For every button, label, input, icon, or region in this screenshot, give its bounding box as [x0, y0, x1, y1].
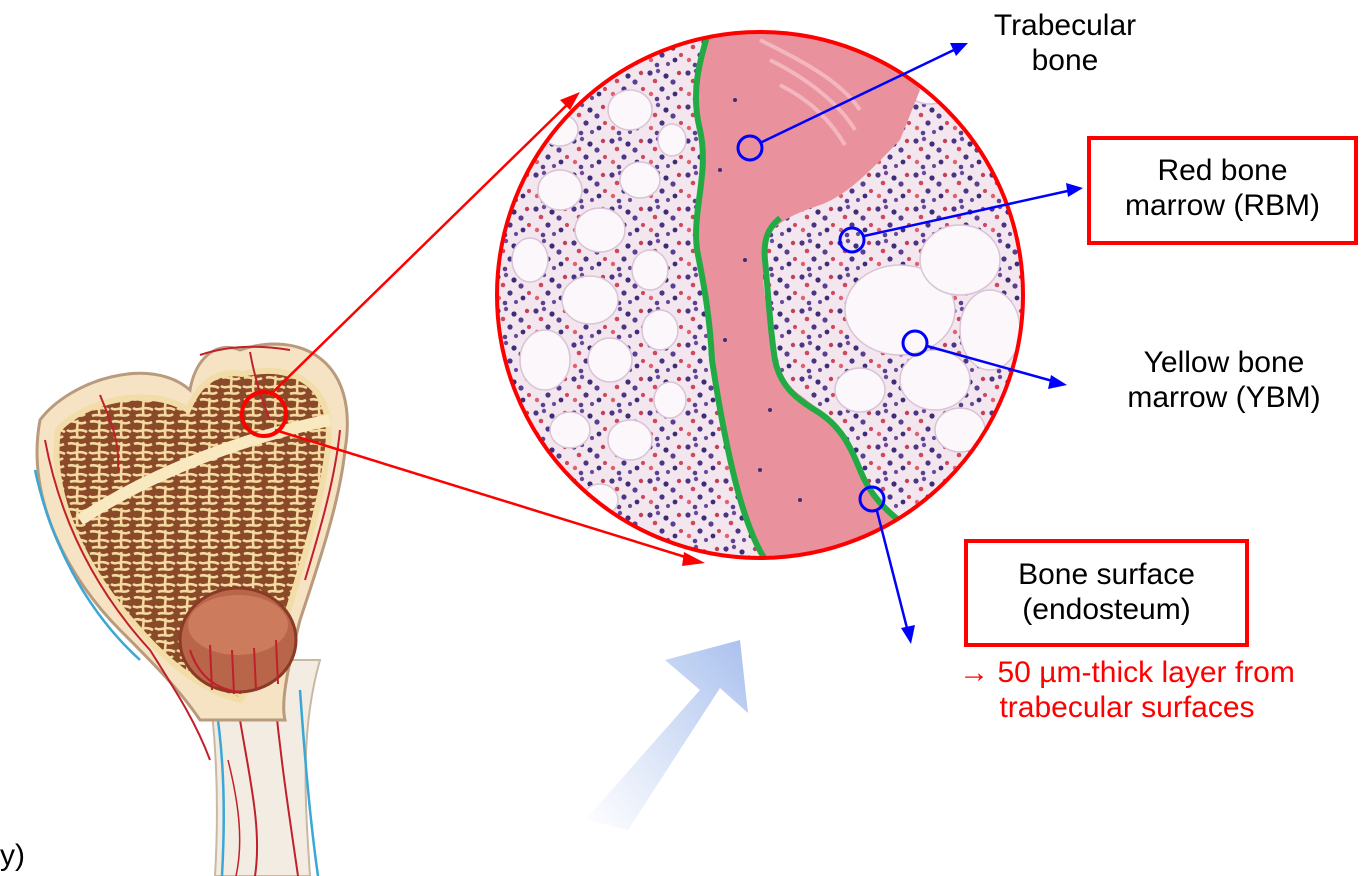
- label-layer-note: → 50 µm-thick layer from trabecular surf…: [912, 655, 1342, 725]
- flow-arrow: [585, 640, 748, 830]
- label-surface-line2: (endosteum): [964, 592, 1249, 627]
- label-trabecular-line2: bone: [980, 43, 1150, 78]
- label-layer-line2: trabecular surfaces: [912, 690, 1342, 725]
- femur-illustration: [35, 344, 347, 876]
- ybm-pointer-arrowhead: [1048, 375, 1067, 389]
- label-cutoff: y): [0, 838, 25, 873]
- label-surface-line1: Bone surface: [964, 557, 1249, 592]
- label-rbm-line1: Red bone: [1087, 153, 1358, 188]
- label-ybm-line1: Yellow bone: [1090, 345, 1358, 380]
- zoom-connector-bottom-arrowhead: [682, 552, 705, 566]
- label-rbm-line2: marrow (RBM): [1087, 188, 1358, 223]
- label-trabecular-bone: Trabecular bone: [980, 8, 1150, 78]
- surface-pointer: [877, 511, 908, 632]
- label-ybm: Yellow bone marrow (YBM): [1090, 345, 1358, 415]
- label-layer-line1: → 50 µm-thick layer from: [912, 655, 1342, 690]
- rbm-pointer-arrowhead: [1066, 183, 1083, 197]
- label-trabecular-line1: Trabecular: [980, 8, 1150, 43]
- label-rbm: Red bone marrow (RBM): [1087, 153, 1358, 223]
- label-ybm-line2: marrow (YBM): [1090, 380, 1358, 415]
- surface-pointer-arrowhead: [901, 625, 915, 644]
- label-bone-surface: Bone surface (endosteum): [964, 557, 1249, 627]
